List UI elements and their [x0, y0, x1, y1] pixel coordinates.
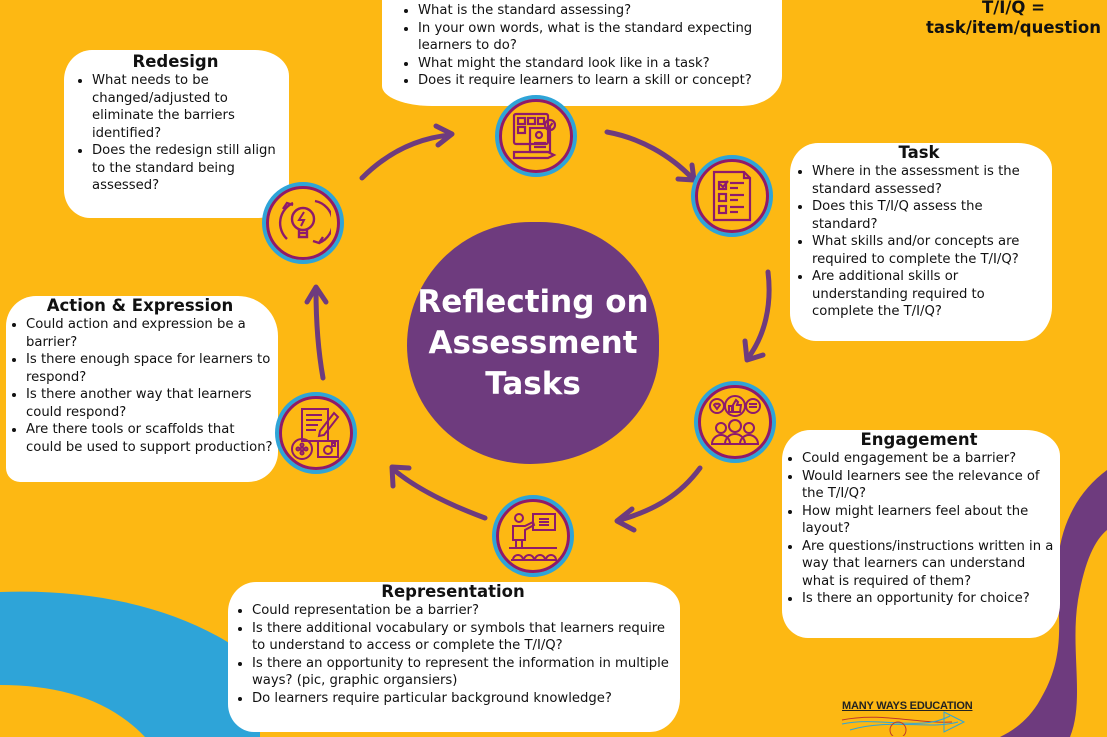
standard-list: What is the standard assessing? In your … [398, 2, 770, 90]
engagement-list: Could engagement be a barrier? Would lea… [782, 450, 1056, 608]
list-item: What is the standard assessing? [418, 2, 770, 20]
abbreviation-legend: T/I/Q = task/item/question [926, 0, 1101, 38]
list-item: Could representation be a barrier? [252, 602, 674, 620]
list-item: Does the redesign still align to the sta… [92, 142, 279, 195]
node-redesign [262, 182, 344, 264]
card-redesign: Redesign What needs to be changed/adjust… [64, 50, 289, 218]
list-item: Is there additional vocabulary or symbol… [252, 620, 674, 655]
checklist-icon [712, 170, 752, 222]
representation-list: Could representation be a barrier? Is th… [232, 602, 674, 707]
list-item: Are additional skills or understanding r… [812, 268, 1046, 321]
list-item: Could action and expression be a barrier… [26, 316, 274, 351]
title-line: Assessment [428, 324, 638, 361]
node-engagement [694, 381, 776, 463]
list-item: Are there tools or scaffolds that could … [26, 421, 274, 456]
list-item: Is there an opportunity for choice? [802, 590, 1056, 608]
card-title: Representation [381, 582, 525, 601]
card-title: Task [898, 143, 940, 162]
list-item: Is there enough space for learners to re… [26, 351, 274, 386]
card-title: Action & Expression [46, 296, 234, 315]
list-item: Would learners see the relevance of the … [802, 468, 1056, 503]
list-item: Does it require learners to learn a skil… [418, 72, 770, 90]
center-title-blob: Reflecting on Assessment Tasks [407, 222, 659, 464]
card-title: Engagement [860, 430, 978, 449]
document-pencil-media-icon [291, 408, 340, 460]
many-ways-education-logo: MANY WAYS EDUCATION [841, 700, 973, 736]
node-representation [492, 495, 574, 577]
list-item: What skills and/or concepts are required… [812, 233, 1046, 268]
node-task [691, 155, 773, 237]
title-line: Reflecting on [417, 283, 649, 320]
list-item: What might the standard look like in a t… [418, 55, 770, 73]
card-title: Redesign [132, 52, 219, 71]
lightbulb-cycle-icon [278, 199, 331, 245]
list-item: Does this T/I/Q assess the standard? [812, 198, 1046, 233]
card-task: Task Where in the assessment is the stan… [790, 143, 1052, 341]
list-item: Could engagement be a barrier? [802, 450, 1056, 468]
card-engagement: Engagement Could engagement be a barrier… [782, 430, 1060, 638]
center-title: Reflecting on Assessment Tasks [407, 282, 659, 405]
card-representation: Representation Could representation be a… [228, 582, 680, 732]
list-item: Are questions/instructions written in a … [802, 538, 1056, 591]
card-action-expression: Action & Expression Could action and exp… [6, 296, 278, 482]
logo-arrow-icon [841, 711, 966, 736]
redesign-list: What needs to be changed/adjusted to eli… [72, 72, 279, 195]
list-item: Where in the assessment is the standard … [812, 163, 1046, 198]
card-standard: What is the standard assessing? In your … [382, 0, 782, 106]
node-action-expression [275, 392, 357, 474]
legend-line2: task/item/question [926, 18, 1101, 37]
legend-line1: T/I/Q = [981, 0, 1046, 17]
action-list: Could action and expression be a barrier… [6, 316, 274, 456]
list-item: Is there another way that learners could… [26, 386, 274, 421]
title-line: Tasks [485, 365, 581, 402]
node-standard [495, 95, 577, 177]
list-item: Is there an opportunity to represent the… [252, 655, 674, 690]
task-list: Where in the assessment is the standard … [792, 163, 1046, 321]
standard-worksheet-icon [512, 112, 557, 160]
list-item: Do learners require particular backgroun… [252, 690, 674, 708]
logo-text: MANY WAYS EDUCATION [842, 700, 973, 712]
list-item: What needs to be changed/adjusted to eli… [92, 72, 279, 142]
presentation-teacher-icon [509, 513, 557, 561]
list-item: How might learners feel about the layout… [802, 503, 1056, 538]
list-item: In your own words, what is the standard … [418, 20, 770, 55]
engagement-audience-icon [709, 395, 761, 445]
